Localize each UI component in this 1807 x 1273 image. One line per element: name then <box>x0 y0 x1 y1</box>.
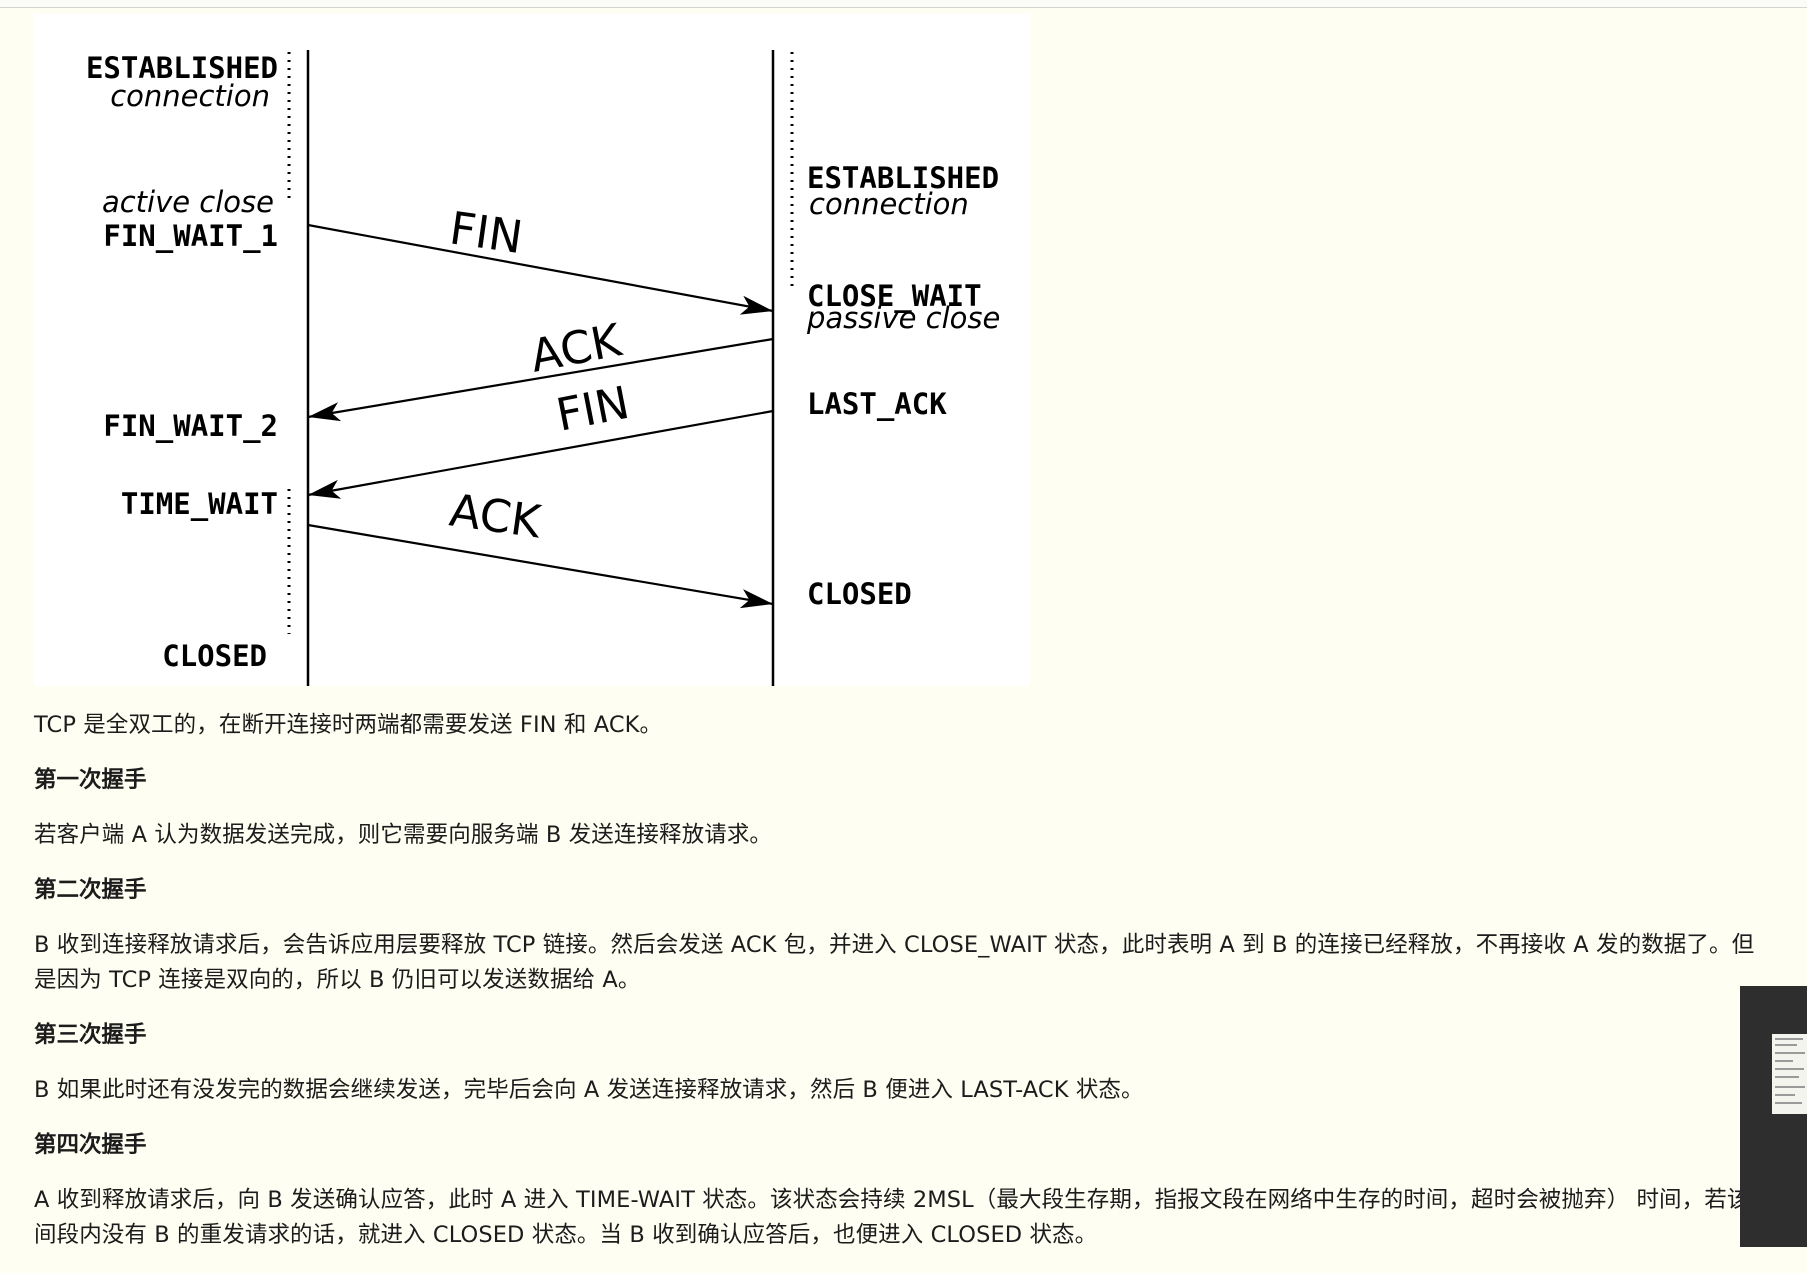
ack-arrow-2 <box>307 523 774 609</box>
client-established-label: ESTABLISHED <box>86 51 278 85</box>
minimap-thumbnail[interactable] <box>1772 1034 1807 1114</box>
fourth-handshake-paragraph: A 收到释放请求后，向 B 发送确认应答，此时 A 进入 TIME-WAIT 状… <box>34 1187 1773 1248</box>
client-fin-wait-2-label: FIN_WAIT_2 <box>103 409 278 443</box>
client-closed-label: CLOSED <box>162 639 267 673</box>
ack-message-label-1: ACK <box>526 313 627 383</box>
second-handshake-heading: 第二次握手 <box>34 877 147 903</box>
server-last-ack-label: LAST_ACK <box>807 387 947 421</box>
server-closed-label: CLOSED <box>807 577 912 611</box>
server-established-label: ESTABLISHED <box>807 161 999 195</box>
fin-message-label-1: FIN <box>446 201 525 264</box>
top-border <box>0 0 1807 8</box>
server-passive-close-label: passive close <box>806 301 1000 335</box>
server-close-wait-label: CLOSE_WAIT <box>807 279 982 313</box>
first-handshake-paragraph: 若客户端 A 认为数据发送完成，则它需要向服务端 B 发送连接释放请求。 <box>34 822 773 848</box>
fin-message-label-2: FIN <box>552 376 634 442</box>
fin-arrow-1 <box>307 223 774 315</box>
document-minimap[interactable] <box>1740 986 1807 1247</box>
client-fin-wait-1-label: FIN_WAIT_1 <box>103 219 278 253</box>
article-content: TCP 是全双工的，在断开连接时两端都需要发送 FIN 和 ACK。 第一次握手… <box>34 708 1774 1273</box>
tcp-four-way-handshake-diagram: ESTABLISHED connection active close FIN_… <box>34 14 1030 686</box>
diagram-svg: ESTABLISHED connection active close FIN_… <box>86 50 1000 686</box>
ack-arrow-1 <box>307 337 774 422</box>
client-active-close-label: active close <box>102 185 274 219</box>
first-handshake-heading: 第一次握手 <box>34 767 147 793</box>
ack-message-label-2: ACK <box>446 483 545 548</box>
fin-arrow-2 <box>307 409 774 499</box>
fourth-handshake-heading: 第四次握手 <box>34 1132 147 1158</box>
second-handshake-paragraph: B 收到连接释放请求后，会告诉应用层要释放 TCP 链接。然后会发送 ACK 包… <box>34 932 1755 993</box>
client-connection-label: connection <box>110 79 270 113</box>
third-handshake-paragraph: B 如果此时还有没发完的数据会继续发送，完毕后会向 A 发送连接释放请求，然后 … <box>34 1077 1144 1103</box>
third-handshake-heading: 第三次握手 <box>34 1022 147 1048</box>
intro-paragraph: TCP 是全双工的，在断开连接时两端都需要发送 FIN 和 ACK。 <box>34 712 663 738</box>
client-time-wait-label: TIME_WAIT <box>121 487 278 521</box>
server-connection-label: connection <box>809 187 969 221</box>
